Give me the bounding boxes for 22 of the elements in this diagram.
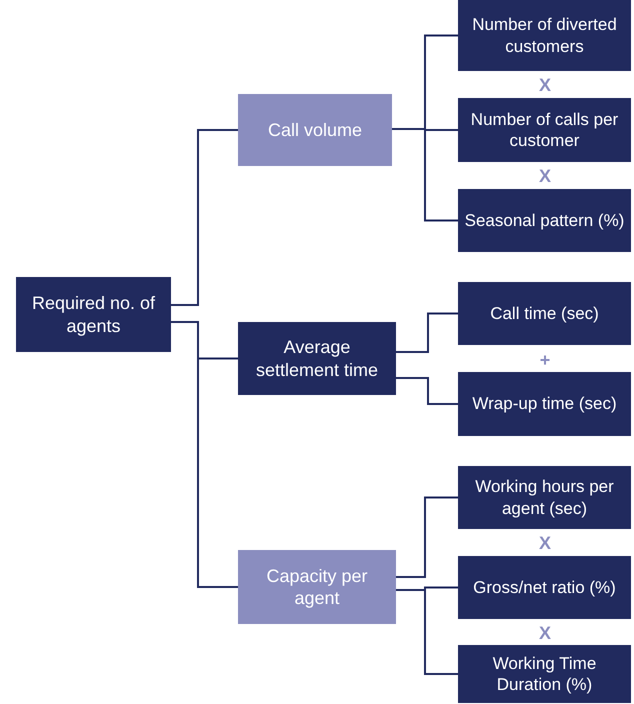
process-box: Number of diverted customers [458,0,631,71]
process-box: Required no. of agents [16,277,171,352]
operator-sign: X [538,533,552,554]
operator-sign: X [538,623,552,644]
process-box: Working hours per agent (sec) [458,466,631,529]
process-box: Wrap-up time (sec) [458,372,631,436]
operator-sign: X [538,75,552,96]
connector-line [171,321,238,588]
connector-line [396,496,458,578]
process-box: Number of calls per customer [458,98,631,162]
process-box: Average settlement time [238,322,396,395]
operator-sign: + [538,350,552,371]
connector-line [396,377,458,405]
operator-sign: X [538,166,552,187]
process-box: Call volume [238,94,392,166]
process-box: Seasonal pattern (%) [458,189,631,252]
connector-line [396,312,458,353]
process-box: Working Time Duration (%) [458,645,631,703]
process-box: Capacity per agent [238,550,396,624]
process-box: Call time (sec) [458,282,631,345]
process-box: Gross/net ratio (%) [458,556,631,619]
connector-line [171,129,238,306]
